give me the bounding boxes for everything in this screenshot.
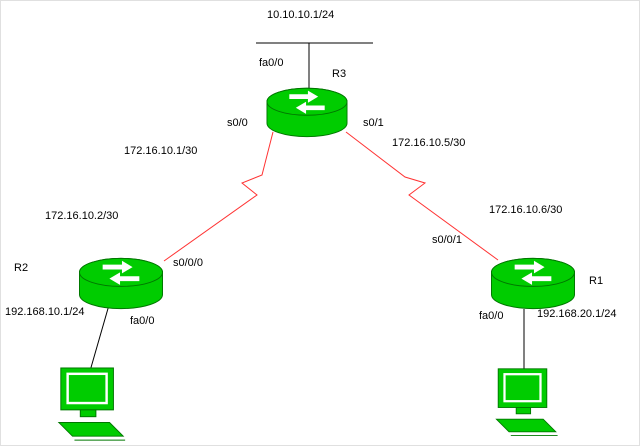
pc-icon: [53, 367, 131, 443]
router-icon: [489, 255, 577, 311]
serial-link-r3-r1: [345, 131, 499, 261]
router-r1[interactable]: [489, 255, 577, 311]
router-icon: [77, 255, 165, 311]
label-r2-name: R2: [14, 262, 29, 274]
label-r1-serial-ip: 172.16.10.6/30: [489, 204, 563, 216]
label-r3-r2-link-ip: 172.16.10.1/30: [124, 145, 198, 157]
label-top-network-ip: 10.10.10.1/24: [267, 9, 335, 21]
label-r2-serial-interface: s0/0/0: [173, 257, 203, 269]
router-icon: [265, 85, 349, 139]
pc-left[interactable]: [53, 367, 131, 443]
label-r1-lan-ip: 192.168.20.1/24: [537, 308, 617, 320]
label-r2-fa-interface: fa0/0: [130, 315, 155, 327]
label-r1-name: R1: [589, 275, 604, 287]
label-r1-serial-interface: s0/0/1: [432, 234, 462, 246]
label-r3-s0-interface: s0/0: [227, 117, 248, 129]
label-r2-serial-ip: 172.16.10.2/30: [45, 210, 119, 222]
r2-to-pc-line: [89, 304, 110, 372]
label-r3-fa-interface: fa0/0: [259, 57, 284, 69]
label-r3-r1-link-ip: 172.16.10.5/30: [392, 137, 466, 149]
pc-icon: [491, 365, 563, 441]
label-r1-fa-interface: fa0/0: [479, 310, 504, 322]
label-r3-name: R3: [332, 68, 347, 80]
pc-right[interactable]: [491, 365, 563, 441]
router-r3[interactable]: [265, 85, 349, 139]
label-r3-s1-interface: s0/1: [363, 117, 384, 129]
label-r2-lan-ip: 192.168.10.1/24: [5, 306, 85, 318]
router-r2[interactable]: [77, 255, 165, 311]
